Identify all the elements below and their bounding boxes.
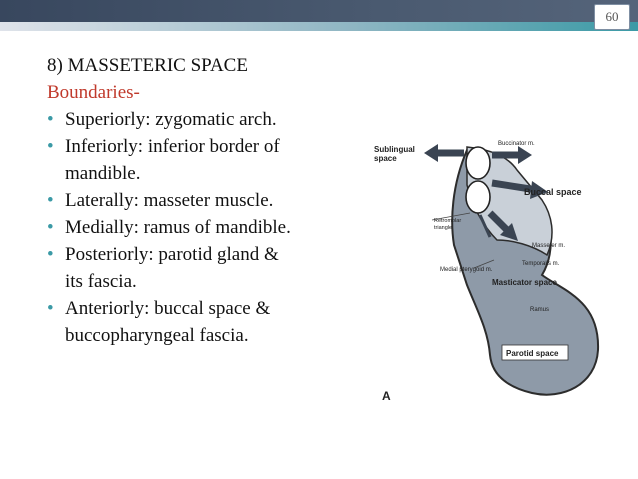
bullet-text-continued: buccopharyngeal fascia. [65, 325, 249, 346]
list-item: • Laterally: masseter muscle. [47, 187, 377, 214]
label-masseter: Masseter m. [532, 243, 565, 249]
molar-tooth-lower [465, 180, 491, 214]
arrow-head-sublingual [424, 144, 438, 162]
label-triangle: triangle [434, 225, 452, 231]
slide-content: 8) MASSETERIC SPACE Boundaries- • Superi… [47, 52, 377, 349]
slide-number: 60 [594, 4, 630, 30]
bullet-dot-icon: • [47, 244, 54, 265]
bullet-text-continued: mandible. [65, 163, 141, 184]
label-buccinator: Buccinator m. [498, 141, 535, 147]
molar-tooth-upper [465, 146, 491, 180]
leader-retromolar [431, 212, 471, 221]
boundaries-list: • Superiorly: zygomatic arch. • Inferior… [47, 106, 377, 349]
arrow-head-buccinator [518, 146, 532, 164]
label-buccal-space: Buccal space [524, 187, 582, 197]
slide-title: 8) MASSETERIC SPACE [47, 55, 248, 76]
label-parotid-space: Parotid space [506, 349, 559, 358]
list-item: • Posteriorly: parotid gland & its fasci… [47, 241, 377, 295]
bullet-text-continued: its fascia. [65, 271, 137, 292]
bullet-dot-icon: • [47, 109, 54, 130]
label-retromolar: Retromolar [434, 218, 461, 224]
bullet-dot-icon: • [47, 190, 54, 211]
leader-medial-pterygoid [473, 259, 495, 269]
label-medial-pterygoid: Medial pterygoid m. [440, 267, 493, 273]
boundaries-heading: Boundaries- [47, 82, 140, 103]
anatomy-diagram: Sublingual space Buccinator m. Buccal sp… [374, 141, 600, 403]
bullet-text: Posteriorly: parotid gland & [65, 244, 279, 265]
label-sublingual: Sublingual [374, 145, 415, 154]
label-temporalis: Temporalis m. [522, 261, 560, 267]
bullet-text: Anteriorly: buccal space & [65, 298, 271, 319]
bullet-dot-icon: • [47, 298, 54, 319]
bullet-dot-icon: • [47, 136, 54, 157]
bullet-text: Inferiorly: inferior border of [65, 136, 280, 157]
list-item: • Inferiorly: inferior border of mandibl… [47, 133, 377, 187]
slide-top-bar [0, 0, 638, 22]
parotid-label-box [501, 344, 569, 361]
arrow-head-masticator [500, 223, 518, 241]
slide-accent-bar [0, 22, 638, 31]
arrow-head-buccal [530, 181, 548, 199]
label-sublingual-space: space [374, 154, 397, 163]
label-masticator-space: Masticator space [492, 278, 557, 287]
panel-letter: A [382, 389, 391, 403]
label-ramus: Ramus [530, 307, 549, 313]
bullet-text: Superiorly: zygomatic arch. [65, 109, 277, 130]
arrow-to-buccal [491, 179, 538, 194]
list-item: • Superiorly: zygomatic arch. [47, 106, 377, 133]
bullet-text: Laterally: masseter muscle. [65, 190, 274, 211]
list-item: • Medially: ramus of mandible. [47, 214, 377, 241]
arrow-small [478, 214, 492, 238]
list-item: • Anteriorly: buccal space & buccopharyn… [47, 295, 377, 349]
bullet-dot-icon: • [47, 217, 54, 238]
bullet-text: Medially: ramus of mandible. [65, 217, 291, 238]
